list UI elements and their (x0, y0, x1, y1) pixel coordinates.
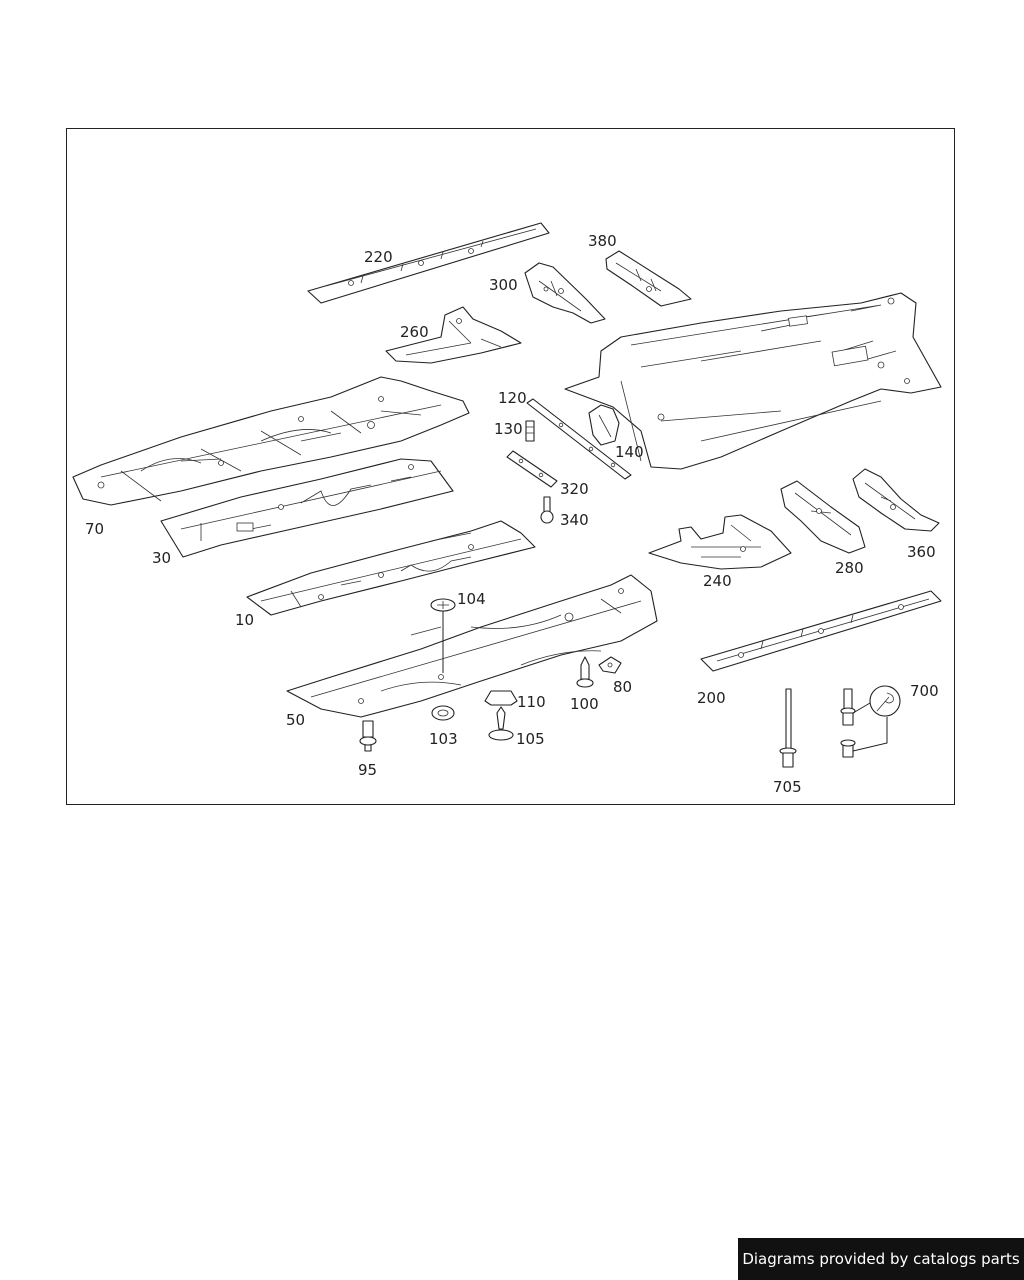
callout-380: 380 (588, 232, 617, 250)
part-340-bolt[interactable] (540, 496, 554, 524)
callout-103: 103 (429, 730, 458, 748)
diagram-frame: 220 380 300 260 120 130 140 70 320 340 3… (66, 128, 955, 805)
callout-50: 50 (286, 711, 305, 729)
callout-240: 240 (703, 572, 732, 590)
callout-95: 95 (358, 761, 377, 779)
part-50-floor-pan[interactable] (286, 574, 658, 718)
callout-320: 320 (560, 480, 589, 498)
part-220-rail[interactable] (307, 222, 550, 304)
callout-260: 260 (400, 323, 429, 341)
part-30-floor-panel[interactable] (160, 458, 454, 558)
callout-280: 280 (835, 559, 864, 577)
part-705-bolt[interactable] (779, 688, 797, 768)
part-70-floor-pan[interactable] (72, 376, 470, 506)
part-700-fasteners[interactable] (840, 688, 856, 758)
part-360-bracket[interactable] (852, 468, 940, 532)
callout-220: 220 (364, 248, 393, 266)
part-95-bolt[interactable] (359, 720, 377, 752)
part-104-cap[interactable] (430, 598, 456, 673)
part-100-screw[interactable] (576, 656, 594, 688)
part-103-grommet[interactable] (431, 705, 455, 721)
credit-badge: Diagrams provided by catalogs parts (738, 1238, 1024, 1280)
part-200-rail[interactable] (700, 590, 942, 672)
callout-80: 80 (613, 678, 632, 696)
credit-text: Diagrams provided by catalogs parts (742, 1250, 1020, 1268)
part-80-clip[interactable] (598, 656, 622, 674)
part-105-screw[interactable] (488, 706, 514, 741)
callout-360: 360 (907, 543, 936, 561)
callout-300: 300 (489, 276, 518, 294)
callout-705: 705 (773, 778, 802, 796)
callout-30: 30 (152, 549, 171, 567)
part-130-bolt[interactable] (525, 420, 535, 442)
callout-130: 130 (494, 420, 523, 438)
part-380-bracket[interactable] (605, 250, 692, 307)
part-110-block[interactable] (484, 690, 518, 706)
part-body-floor-assembly (564, 292, 942, 470)
callout-10: 10 (235, 611, 254, 629)
callout-100: 100 (570, 695, 599, 713)
callout-140: 140 (615, 443, 644, 461)
callout-200: 200 (697, 689, 726, 707)
part-240-bracket[interactable] (648, 514, 792, 570)
part-260-bracket[interactable] (385, 306, 522, 364)
callout-70: 70 (85, 520, 104, 538)
callout-labels: 220 380 300 260 120 130 140 70 320 340 3… (85, 232, 939, 796)
callout-700: 700 (910, 682, 939, 700)
part-280-bracket[interactable] (780, 480, 866, 554)
callout-340: 340 (560, 511, 589, 529)
callout-104: 104 (457, 590, 486, 608)
part-10-floor-panel[interactable] (246, 520, 536, 616)
callout-105: 105 (516, 730, 545, 748)
wrench-icon (852, 685, 901, 752)
part-140-bracket[interactable] (588, 404, 620, 446)
exploded-parts-diagram: 220 380 300 260 120 130 140 70 320 340 3… (72, 222, 942, 796)
part-300-bracket[interactable] (524, 262, 606, 324)
callout-110: 110 (517, 693, 546, 711)
callout-120: 120 (498, 389, 527, 407)
part-120-strip[interactable] (526, 398, 632, 480)
part-320-strip[interactable] (506, 450, 558, 488)
